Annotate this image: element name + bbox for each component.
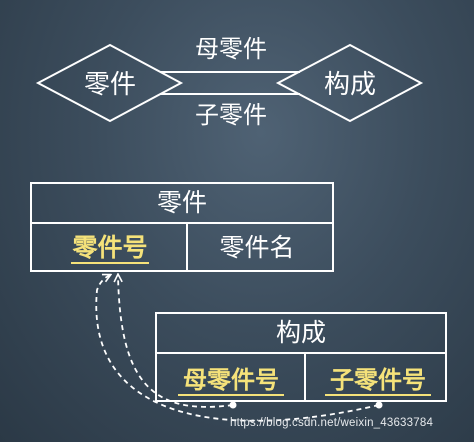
relationship-label: 构成 [324, 70, 376, 100]
table-compose-fk-child-cell: 子零件号 [330, 366, 426, 394]
entity-diamond [35, 43, 184, 123]
table-compose-frame [155, 312, 447, 402]
fk-arrow-child [95, 275, 380, 422]
fk-arrow-child-origin [375, 401, 383, 409]
table-part-frame [30, 182, 334, 272]
table-part-pk-cell: 零件号 [71, 233, 147, 262]
er-model: 零件 构成 母零件 子零件 [35, 35, 424, 129]
fk-arrow-parent-origin [229, 401, 237, 409]
table-compose: 构成 母零件号 子零件号 [155, 312, 447, 402]
table-compose-fk-parent-cell: 母零件号 [183, 366, 279, 394]
relationship-diamond [275, 43, 424, 123]
table-part-name-cell: 零件名 [219, 233, 294, 262]
role-label-child: 子零件 [195, 101, 267, 129]
fk-arrow-parent [118, 275, 234, 408]
table-compose-title: 构成 [276, 318, 326, 347]
watermark: https://blog.csdn.net/weixin_43633784 [230, 417, 434, 429]
role-label-parent: 母零件 [195, 35, 267, 63]
entity-label: 零件 [84, 70, 136, 100]
table-part-title: 零件 [157, 188, 207, 217]
table-part: 零件 零件号 零件名 [30, 182, 334, 272]
fk-references [95, 275, 383, 422]
